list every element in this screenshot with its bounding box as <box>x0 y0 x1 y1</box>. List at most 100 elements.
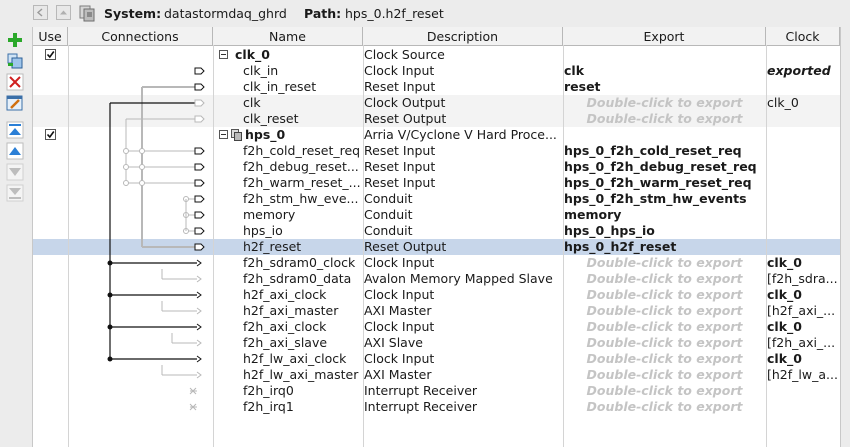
header-name[interactable]: Name <box>213 27 363 45</box>
name-cell[interactable]: f2h_debug_reset... <box>243 159 359 174</box>
name-cell[interactable]: clk <box>243 95 261 110</box>
export-cell[interactable]: Double-click to export <box>586 95 743 110</box>
clock-cell[interactable]: clk_0 <box>767 95 799 110</box>
clock-cell[interactable] <box>767 239 839 255</box>
connections-diagram[interactable] <box>68 45 213 447</box>
clock-cell[interactable] <box>767 223 839 239</box>
name-cell[interactable]: f2h_warm_reset_... <box>243 175 361 190</box>
export-cell[interactable]: hps_0_hps_io <box>564 223 655 238</box>
header-description[interactable]: Description <box>363 27 563 45</box>
clock-cell[interactable]: [f2h_sdra... <box>767 271 838 286</box>
name-cell[interactable]: f2h_stm_hw_eve... <box>243 191 359 206</box>
clock-cell[interactable]: [f2h_axi_... <box>767 335 836 350</box>
export-cell[interactable]: Double-click to export <box>586 335 743 350</box>
name-cell[interactable]: clk_in <box>243 63 279 78</box>
remove-button[interactable] <box>6 73 24 91</box>
export-cell[interactable]: hps_0_h2f_reset <box>564 239 677 254</box>
name-cell[interactable]: f2h_cold_reset_req <box>243 143 361 158</box>
header-connections[interactable]: Connections <box>68 27 213 45</box>
use-checkbox[interactable] <box>45 129 56 140</box>
clock-cell[interactable]: [h2f_axi_... <box>767 303 836 318</box>
move-up-button[interactable] <box>6 142 24 160</box>
export-cell[interactable]: hps_0_f2h_cold_reset_req <box>564 143 742 158</box>
move-bottom-button[interactable] <box>6 184 24 202</box>
export-cell[interactable]: hps_0_f2h_stm_hw_events <box>564 191 747 206</box>
clock-cell[interactable] <box>767 383 839 399</box>
name-cell[interactable]: h2f_axi_clock <box>243 287 327 302</box>
export-cell[interactable]: Double-click to export <box>586 399 743 414</box>
name-cell[interactable]: h2f_lw_axi_clock <box>243 351 347 366</box>
header-use[interactable]: Use <box>33 27 68 45</box>
name-cell[interactable]: f2h_axi_clock <box>243 319 327 334</box>
clock-cell[interactable]: [h2f_lw_a... <box>767 367 838 382</box>
header-clock[interactable]: Clock <box>766 27 840 45</box>
name-cell[interactable]: f2h_irq0 <box>243 383 294 398</box>
name-cell[interactable]: hps_0 <box>245 127 286 142</box>
name-cell[interactable]: h2f_axi_master <box>243 303 339 318</box>
vertical-scrollbar[interactable] <box>840 27 850 447</box>
back-button[interactable] <box>33 5 48 20</box>
name-cell[interactable]: h2f_lw_axi_master <box>243 367 359 382</box>
clock-cell[interactable] <box>767 47 839 63</box>
export-cell[interactable]: Double-click to export <box>586 111 743 126</box>
move-top-button[interactable] <box>6 121 24 139</box>
export-cell[interactable]: memory <box>564 207 622 222</box>
clock-cell[interactable] <box>767 399 839 415</box>
copy-button[interactable] <box>6 52 24 70</box>
export-cell[interactable]: Double-click to export <box>586 367 743 382</box>
clock-cell[interactable]: clk_0 <box>767 287 802 302</box>
clock-cell[interactable] <box>767 207 839 223</box>
collapse-icon[interactable] <box>219 50 228 59</box>
export-cell[interactable]: Double-click to export <box>586 303 743 318</box>
clock-cell[interactable] <box>767 143 839 159</box>
clock-cell[interactable] <box>767 127 839 143</box>
name-cell[interactable]: f2h_sdram0_data <box>243 271 352 286</box>
export-cell[interactable]: Double-click to export <box>586 351 743 366</box>
export-cell[interactable]: hps_0_f2h_debug_reset_req <box>564 159 757 174</box>
export-cell[interactable]: Double-click to export <box>586 383 743 398</box>
add-button[interactable] <box>6 31 24 49</box>
use-checkbox[interactable] <box>45 49 56 60</box>
edit-button[interactable] <box>6 94 24 112</box>
export-cell[interactable]: Double-click to export <box>586 319 743 334</box>
export-cell[interactable]: clk <box>564 63 585 78</box>
export-cell[interactable]: Double-click to export <box>586 287 743 302</box>
clock-cell[interactable] <box>767 175 839 191</box>
name-cell[interactable]: f2h_sdram0_clock <box>243 255 356 270</box>
name-cell[interactable]: clk_reset <box>243 111 299 126</box>
name-cell[interactable]: hps_io <box>243 223 283 238</box>
name-cell[interactable]: memory <box>243 207 296 222</box>
clock-cell[interactable] <box>767 79 839 95</box>
header-export[interactable]: Export <box>563 27 766 45</box>
name-cell[interactable]: h2f_reset <box>243 239 302 254</box>
clock-cell[interactable] <box>767 159 839 175</box>
export-cell[interactable]: reset <box>564 79 601 94</box>
name-cell[interactable]: clk_0 <box>235 47 270 62</box>
name-cell[interactable]: clk_in_reset <box>243 79 317 94</box>
clock-cell[interactable]: clk_0 <box>767 319 802 334</box>
clock-cell[interactable]: exported <box>767 63 831 78</box>
collapse-icon[interactable] <box>219 130 228 139</box>
